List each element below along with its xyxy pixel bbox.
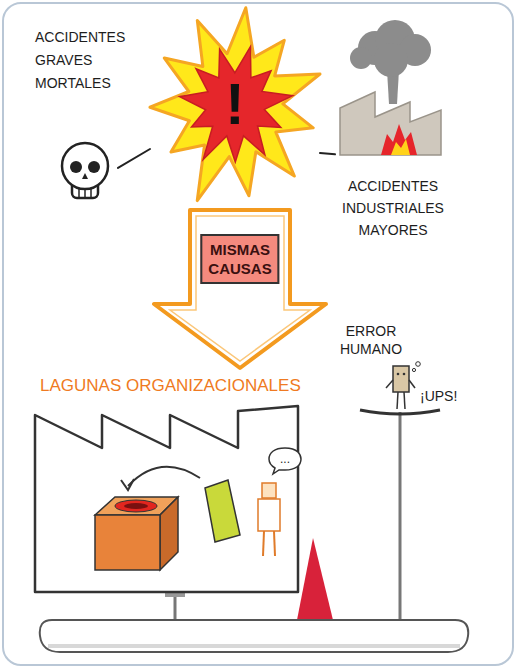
skull-tooth: [84, 189, 86, 198]
worker-body: [258, 499, 280, 531]
arm: [409, 380, 415, 388]
accident-label: ACCIDENTES GRAVES MORTALES: [35, 26, 135, 95]
balance-pointer: [297, 538, 333, 620]
box-front: [95, 515, 160, 570]
green-block: [205, 480, 240, 542]
worker-leg: [274, 531, 275, 556]
skull-eye: [70, 161, 82, 173]
connector-line: [320, 153, 335, 154]
skull-head: [62, 143, 108, 189]
leg: [404, 392, 405, 409]
left-post: [174, 595, 177, 622]
eye: [397, 373, 400, 376]
industrial-plant-shape: [335, 22, 445, 157]
industrial-plant: ACCIDENTES INDUSTRIALES MAYORES: [335, 22, 445, 157]
skull-eye: [88, 161, 100, 173]
skull-icon: ACCIDENTES GRAVES MORTALES: [52, 140, 118, 202]
worker-leg: [263, 531, 264, 556]
arm: [386, 380, 393, 388]
skull-nose: [82, 173, 88, 179]
burst-outer: [150, 8, 320, 201]
factory-outline: LAGUNAS ORGANIZACIONALES...: [30, 403, 305, 595]
box-hole: [115, 500, 157, 512]
plant-building: [340, 92, 441, 155]
burst-inner: [180, 47, 293, 162]
smoke-cloud: [374, 43, 408, 77]
eye: [403, 373, 406, 376]
arrow-shape: [154, 210, 326, 368]
thought-dot: [412, 368, 415, 371]
skull-tooth: [90, 189, 92, 198]
right-plate: [360, 410, 440, 414]
frame: [3, 3, 513, 665]
arrow-inner-line: [170, 216, 310, 361]
bubble-text: ...: [280, 453, 290, 465]
human-figure: [393, 366, 409, 392]
speech-bubble: ...: [268, 447, 302, 473]
smoke-cloud: [350, 47, 372, 69]
error-label: ERROR HUMANO: [333, 322, 409, 358]
base-shadow: [48, 644, 460, 648]
leg: [397, 392, 398, 409]
explosion-burst: !: [150, 5, 320, 205]
exclamation-mark: !: [225, 75, 244, 133]
balance-base: [40, 620, 468, 652]
skull-tooth: [78, 189, 80, 198]
exclamation-label: ¡UPS!: [420, 387, 457, 405]
factory-outline-shape: [30, 403, 305, 595]
move-arrowhead: [121, 479, 134, 490]
accident-label: ACCIDENTES INDUSTRIALES MAYORES: [327, 175, 459, 241]
skull-icon-shape: [52, 140, 118, 202]
connector-line: [118, 149, 150, 168]
cause-arrow: MISMAS CAUSAS: [152, 208, 328, 372]
cause-tag: MISMAS CAUSAS: [200, 234, 279, 284]
thought-dot: [416, 362, 421, 367]
box-hole-inner: [124, 503, 148, 509]
move-arrow: [128, 467, 200, 486]
cause-arrow-shape: [152, 208, 328, 372]
worker-head: [262, 483, 276, 498]
right-post: [399, 412, 402, 622]
factory-wall: [35, 406, 298, 592]
plant-fire: [381, 124, 417, 155]
bubble-outline: [269, 448, 301, 474]
box-side: [160, 497, 178, 570]
plant-fire-core: [391, 139, 410, 155]
factory-heading: LAGUNAS ORGANIZACIONALES: [40, 376, 301, 396]
